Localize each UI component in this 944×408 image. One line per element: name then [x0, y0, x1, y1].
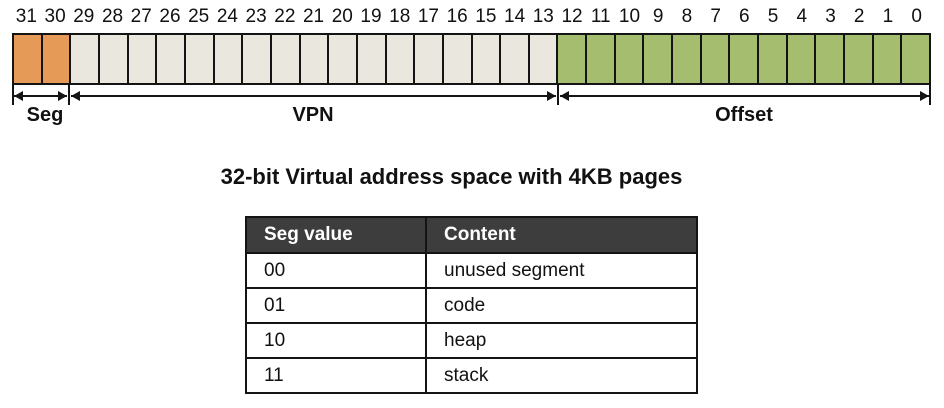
bit-cell-11 [587, 35, 616, 83]
bit-index-18: 18 [389, 6, 411, 27]
bit-cell-3 [816, 35, 846, 83]
bit-index-5: 5 [767, 6, 779, 27]
bit-cell-30 [42, 35, 72, 83]
bit-cell-17 [415, 35, 444, 83]
bit-cell-13 [529, 35, 559, 83]
bit-cell-24 [214, 35, 244, 83]
bit-cell-9 [644, 35, 674, 83]
bit-cell-20 [329, 35, 358, 83]
vpn-region-label: VPN [292, 104, 334, 126]
content-cell: code [425, 287, 698, 324]
bit-field-bar [12, 33, 931, 85]
bit-index-15: 15 [475, 6, 497, 27]
bit-index-31: 31 [15, 6, 37, 27]
content-cell: unused segment [425, 252, 698, 289]
bit-cell-1 [873, 35, 903, 83]
bit-cell-22 [271, 35, 301, 83]
bit-index-1: 1 [882, 6, 894, 27]
seg-value-table: Seg value Content 00 unused segment 01 c… [245, 216, 698, 394]
bit-index-4: 4 [796, 6, 808, 27]
table-row: 00 unused segment [245, 252, 698, 289]
bit-index-22: 22 [274, 6, 296, 27]
seg-value-cell: 01 [245, 287, 427, 324]
seg-left-tick [12, 85, 14, 105]
bit-cell-23 [243, 35, 272, 83]
bit-index-8: 8 [681, 6, 693, 27]
bit-cell-6 [730, 35, 760, 83]
bit-index-9: 9 [652, 6, 664, 27]
bit-index-3: 3 [825, 6, 836, 27]
bit-cell-10 [615, 35, 645, 83]
bit-index-24: 24 [216, 6, 238, 27]
table-header-row: Seg value Content [245, 216, 698, 254]
bit-cell-8 [673, 35, 702, 83]
bit-cell-5 [759, 35, 788, 83]
bit-cell-31 [14, 35, 43, 83]
bit-index-2: 2 [853, 6, 865, 27]
bit-cell-18 [386, 35, 416, 83]
seg-vpn-boundary-tick [68, 85, 71, 105]
bit-cell-12 [558, 35, 588, 83]
bit-cell-16 [443, 35, 473, 83]
bit-cell-4 [787, 35, 817, 83]
seg-value-column-header: Seg value [245, 216, 427, 254]
bit-index-6: 6 [739, 6, 750, 27]
bit-index-27: 27 [130, 6, 152, 27]
bit-cell-25 [185, 35, 215, 83]
bit-cell-29 [71, 35, 100, 83]
bit-cell-19 [357, 35, 387, 83]
bit-cell-21 [300, 35, 330, 83]
seg-region-label: Seg [26, 104, 64, 126]
bit-index-29: 29 [73, 6, 95, 27]
bit-cell-7 [701, 35, 731, 83]
seg-value-cell: 11 [245, 357, 427, 394]
offset-right-tick [929, 85, 931, 105]
bit-index-16: 16 [446, 6, 468, 27]
bit-cell-14 [501, 35, 530, 83]
bit-index-25: 25 [188, 6, 210, 27]
bit-index-0: 0 [911, 6, 922, 27]
span-arrow-layer [12, 0, 931, 135]
content-column-header: Content [425, 216, 698, 254]
vpn-offset-boundary-tick [556, 85, 559, 105]
seg-value-cell: 00 [245, 252, 427, 289]
bit-index-10: 10 [618, 6, 641, 27]
bit-index-7: 7 [710, 6, 721, 27]
bit-index-23: 23 [245, 6, 267, 27]
content-cell: heap [425, 322, 698, 359]
seg-span-arrow [13, 91, 68, 101]
table-row: 11 stack [245, 357, 698, 394]
bit-cell-2 [845, 35, 874, 83]
bit-cell-0 [902, 35, 929, 83]
bit-index-21: 21 [302, 6, 325, 27]
table-row: 10 heap [245, 322, 698, 359]
bit-cell-28 [99, 35, 129, 83]
bit-cell-15 [472, 35, 502, 83]
bit-index-12: 12 [561, 6, 583, 27]
bit-index-13: 13 [532, 6, 554, 27]
table-row: 01 code [245, 287, 698, 324]
bit-index-19: 19 [360, 6, 382, 27]
offset-span-arrow [559, 91, 930, 101]
bit-index-20: 20 [331, 6, 353, 27]
bit-index-30: 30 [44, 6, 66, 27]
bit-index-17: 17 [417, 6, 439, 27]
content-cell: stack [425, 357, 698, 394]
seg-value-cell: 10 [245, 322, 427, 359]
diagram-title: 32-bit Virtual address space with 4KB pa… [220, 164, 683, 189]
bit-index-14: 14 [504, 6, 526, 27]
offset-region-label: Offset [715, 104, 773, 126]
bit-index-28: 28 [101, 6, 124, 27]
bit-index-11: 11 [590, 6, 611, 27]
bit-index-26: 26 [159, 6, 181, 27]
bit-cell-27 [128, 35, 158, 83]
vpn-span-arrow [71, 91, 556, 101]
bit-cell-26 [157, 35, 186, 83]
